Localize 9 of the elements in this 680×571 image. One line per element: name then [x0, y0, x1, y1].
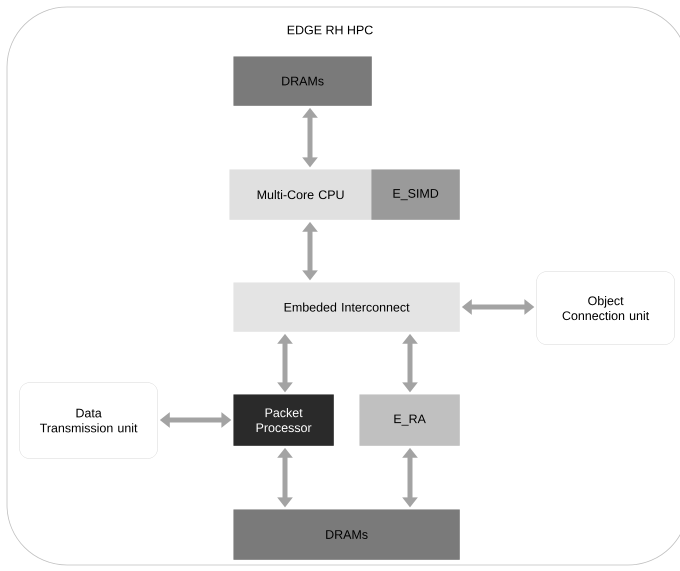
unit-box: Object Connection unit: [536, 271, 675, 345]
block-box: Multi-Core CPU: [229, 169, 372, 220]
unit-box: Data Transmission unit: [19, 382, 158, 459]
block-box: DRAMs: [233, 509, 460, 560]
block-box: Packet Processor: [233, 394, 334, 446]
block-box: E_SIMD: [371, 169, 460, 220]
block-box: E_RA: [359, 394, 460, 446]
block-box: DRAMs: [233, 56, 372, 106]
block-box: Embeded Interconnect: [233, 282, 460, 332]
